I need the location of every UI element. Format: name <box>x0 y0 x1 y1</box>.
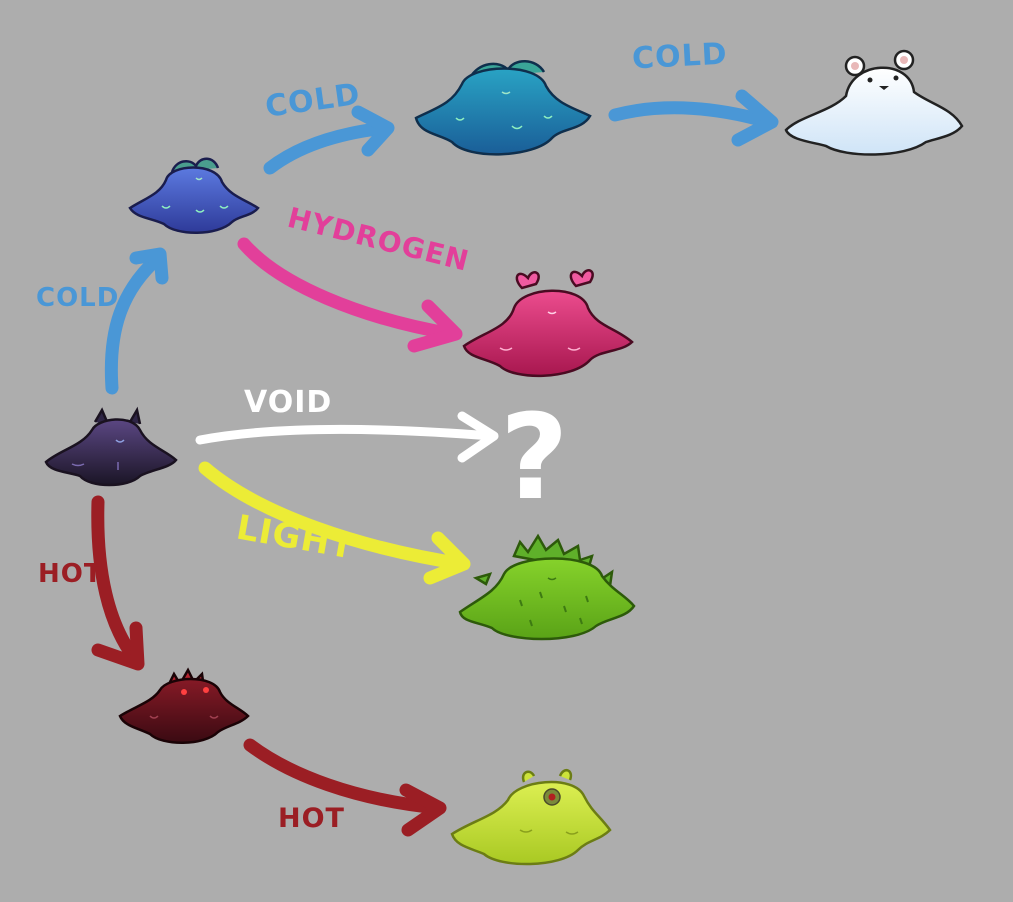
label-hot-1: HOT <box>38 559 103 589</box>
slime-cold-teal <box>414 60 592 156</box>
arrow-cold-2 <box>263 105 395 175</box>
arrow-cold-3 <box>608 89 779 147</box>
label-void: VOID <box>244 385 332 420</box>
slime-base <box>44 406 178 487</box>
label-cold-2: COLD <box>263 77 362 125</box>
slime-hydrogen-pink <box>462 269 634 378</box>
label-hot-2: HOT <box>278 803 345 834</box>
unknown-result-mark: ? <box>500 388 568 526</box>
arrow-cold-1 <box>104 247 169 395</box>
slime-cold-blue <box>128 157 260 234</box>
arrow-void <box>195 411 499 463</box>
slime-hot-lime <box>450 768 612 866</box>
arrow-hot-2 <box>243 738 447 837</box>
label-cold-3: COLD <box>631 37 728 77</box>
slime-polar-bear <box>784 49 964 156</box>
arrow-light <box>198 461 471 585</box>
slime-hot-red <box>118 667 250 744</box>
label-cold-1: COLD <box>36 283 119 313</box>
slime-light-green <box>458 533 636 641</box>
label-hydrogen: HYDROGEN <box>284 201 472 278</box>
arrow-hot-1 <box>91 495 145 671</box>
arrow-hydrogen <box>237 237 463 353</box>
label-light: LIGHT <box>233 508 357 568</box>
